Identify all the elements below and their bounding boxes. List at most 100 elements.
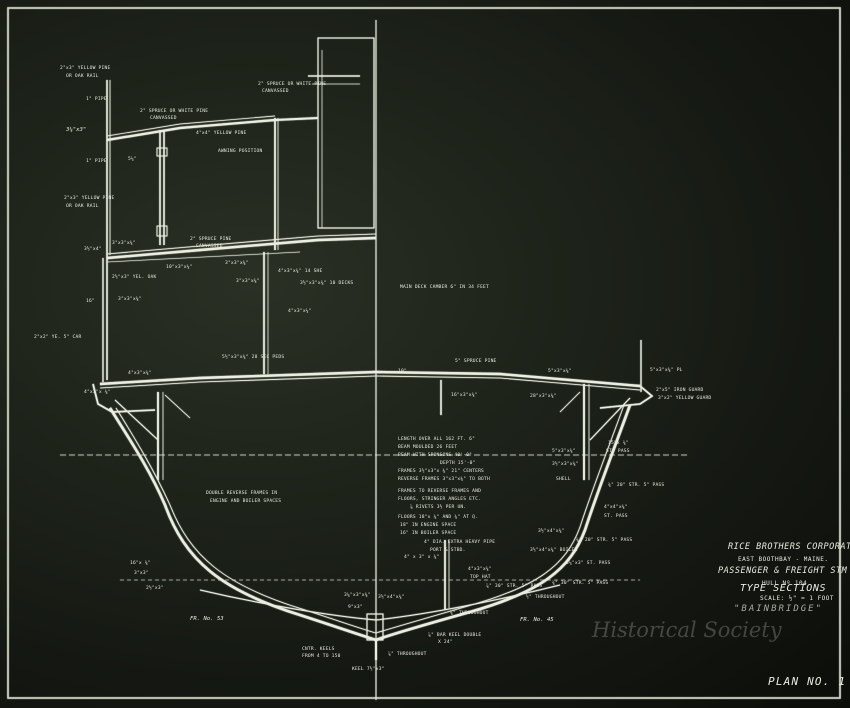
- center-a-label: 3⅛"x3"x⅜": [344, 593, 371, 598]
- keel-rib2-label: ⅞" BAR KEEL DOUBLE: [428, 633, 482, 638]
- stringer-cross-label: 4" x 3" x ⅜": [404, 555, 440, 560]
- center-e-label: 4"x3"x⅜": [468, 567, 492, 572]
- title-hull: HULL Nº 104: [762, 580, 808, 587]
- left-bottom-4-label: 4"x3"x ⅜": [84, 390, 111, 395]
- particulars-6: REVERSE FRAMES 3"x3"x⅜" TO BOTH: [398, 477, 490, 482]
- bilge-r12-label: 3¼"x3" ST. PASS: [566, 561, 611, 566]
- pipe-stanchion-label: 4" DIA. EXTRA HEAVY PIPE: [424, 540, 496, 545]
- bilge-r7-label: 4"x4"x⅜": [604, 505, 628, 510]
- floors-text-3: ⅞ RIVETS 3½ PER UN.: [410, 505, 467, 510]
- floors-thickness-3: 16" IN BOILER SPACE: [400, 531, 457, 536]
- sponson-left: [92, 383, 156, 413]
- deck-beam-top-label: 4"x4" YELLOW PINE: [196, 131, 247, 136]
- title-location: EAST BOOTHBAY - MAINE.: [738, 556, 829, 563]
- upper-deck-right-label: 2" SPRUCE OR WHITE PINE: [258, 82, 327, 87]
- floors-text-1: FRAMES TO REVERSE FRAMES AND: [398, 489, 482, 494]
- awning-label: AWNING POSITION: [218, 149, 263, 154]
- top-rail-label-2: OR OAK RAIL: [66, 74, 99, 79]
- bilge-r1-label: 15"x ⅜": [608, 441, 629, 446]
- bilge-r6-label: ⅜" 20" STR. 5" PASS: [608, 483, 665, 488]
- title-company: RICE BROTHERS CORPORATION: [728, 542, 850, 552]
- sponson-right: [599, 385, 654, 409]
- left-p1-label: 2"x2" YE. 5" CAR: [34, 335, 82, 340]
- mid-rail-label-2: OR OAK RAIL: [66, 204, 99, 209]
- center-c-label: 3½"x4"x⅜": [378, 595, 405, 600]
- pipe-345-label: 3¼"x3": [66, 127, 87, 133]
- rail-right1-label: 5"x3"x⅜" PL: [650, 368, 683, 373]
- title-vessel-type: PASSENGER & FREIGHT STM: [718, 566, 848, 576]
- floors-text-2: FLOORS, STRINGER ANGLES ETC.: [398, 497, 482, 502]
- frame-45-label: FR. No. 45: [520, 617, 554, 623]
- mid-rail-label-1: 2"x3" YELLOW PINE: [64, 196, 115, 201]
- keel-label: KEEL 7½"x3": [352, 667, 385, 672]
- left-eye-label: 2½"x3" YEL. OAK: [112, 275, 157, 280]
- dim-3-half-label: 3½"x4": [84, 247, 102, 252]
- upper-deck-right-label-2: CANVASSED: [262, 89, 289, 94]
- title-drawing: TYPE SECTIONS: [740, 583, 827, 594]
- left-bottom-1-label: 16"x ⅜": [130, 561, 151, 566]
- bilge-r9-label: 3½"x4"x⅜": [538, 529, 565, 534]
- bilge-r8-label: ST. PASS: [604, 514, 628, 519]
- bilge-r4-label: 3½"x3"x⅜": [552, 462, 579, 467]
- beam-mid-2-label: 3"x3"x⅜": [225, 261, 249, 266]
- title-scale: SCALE: ½" = 1 FOOT: [760, 595, 835, 602]
- beam-right-1-label: 4"x3"x⅜" 14 SHE: [278, 269, 323, 274]
- md-right-b-label: 5"x3"x⅜": [548, 369, 572, 374]
- left-bottom-2-label: 3"x3": [134, 571, 149, 576]
- bilge-r10-label: 3½"x4"x⅜" BOILER: [530, 548, 578, 553]
- md-pine-right-label: 5" SPRUCE PINE: [455, 359, 497, 364]
- beam-right-2-label: 3½"x3"x⅜" 10 DECKS: [300, 281, 354, 286]
- main-deck-left: [99, 370, 377, 386]
- top-rail-label-1: 2"x3" YELLOW PINE: [60, 66, 111, 71]
- keel-cl2-label: FROM 4 TO 150: [302, 654, 341, 659]
- main-deck-camber-label: MAIN DECK CAMBER 6" IN 34 FEET: [400, 285, 489, 290]
- cabin-side: [317, 37, 375, 229]
- beam-right-3-label: 4"x3"x¼": [288, 309, 312, 314]
- bilge-r2-label: 5"x3"x⅜": [552, 449, 576, 454]
- main-deck-right: [375, 370, 641, 388]
- plan-number: PLAN NO. 1: [768, 675, 847, 688]
- historical-society-watermark: Historical Society: [592, 618, 782, 642]
- center-f-label: TOP HAT: [470, 575, 491, 580]
- floors-thickness-2: 18" IN ENGINE SPACE: [400, 523, 457, 528]
- upper-deck-left-label: 2" SPRUCE OR WHITE PINE: [140, 109, 209, 114]
- hull-shell: [108, 404, 632, 642]
- left-web-label: 16": [86, 299, 95, 304]
- particulars-1: LENGTH OVER ALL 162 FT. 6": [398, 437, 476, 442]
- keel-cl-label: CNTR. KEELS: [302, 647, 335, 652]
- main-beam-l-label: 5½"x3"x⅜" 28 SEC PEDS: [222, 355, 285, 360]
- title-vessel-name: "BAINBRIDGE": [734, 604, 824, 614]
- main-beam-l2-label: 4"x3"x⅜": [128, 371, 152, 376]
- beam-mid-1-label: 10"x3"x¼": [166, 265, 193, 270]
- upper-deck-left-label-2: CANVASSED: [150, 116, 177, 121]
- particulars-5: FRAMES 3½"x3"x ⅜" 21" CENTERS: [398, 469, 485, 474]
- spruce-mid-label-2: CANVASSED: [196, 244, 223, 249]
- beam-left-1-label: 3"x3"x⅜": [112, 241, 136, 246]
- center-b-label: 9"x3": [348, 605, 363, 610]
- keelson: [366, 613, 384, 641]
- bottom-r1-label: ⅞" 30" STR. 5" PASS: [486, 584, 543, 589]
- bilge-r3-label: ST. PASS: [606, 449, 630, 454]
- bilge-r11-label: ⅜" 20" STR. 5" PASS: [576, 538, 633, 543]
- particulars-3: BEAM WITH SPONSONS 40'-0": [398, 453, 473, 458]
- dim-54-label: 5¼": [128, 157, 137, 162]
- sheer-label: 3"x3"x⅜": [118, 297, 142, 302]
- bilge-r13-label: ⅜" 30" STR. 5" PASS: [552, 581, 609, 586]
- keel-rib-label: ⅞" THROUGHOUT: [388, 652, 427, 657]
- md-right-c-label: 16"x3"x⅜": [451, 393, 478, 398]
- left-pil-label: 3"x3"x⅜": [236, 279, 260, 284]
- particulars-2: BEAM MOULDED 26 FEET: [398, 445, 458, 450]
- saloon-deck: [106, 236, 377, 260]
- bilge-r5-label: SHELL: [556, 477, 571, 482]
- upper-deck: [106, 118, 276, 142]
- keel-rib3-label: X 24": [438, 640, 453, 645]
- double-reverse-2: ENGINE AND BOILER SPACES: [210, 499, 282, 504]
- floors-thickness-1: FLOORS 18"x ⅜" AND ⅜" AT Q.: [398, 515, 479, 520]
- md-right-d-label: 28"x3"x⅜": [530, 394, 557, 399]
- bottom-r2-label: ½" THROUGHOUT: [526, 595, 565, 600]
- rail-right2-label: 2"x5" IRON GUARD: [656, 388, 704, 393]
- top-pipe-label: 1" PIPE: [86, 97, 107, 102]
- sheet-border: [7, 7, 841, 699]
